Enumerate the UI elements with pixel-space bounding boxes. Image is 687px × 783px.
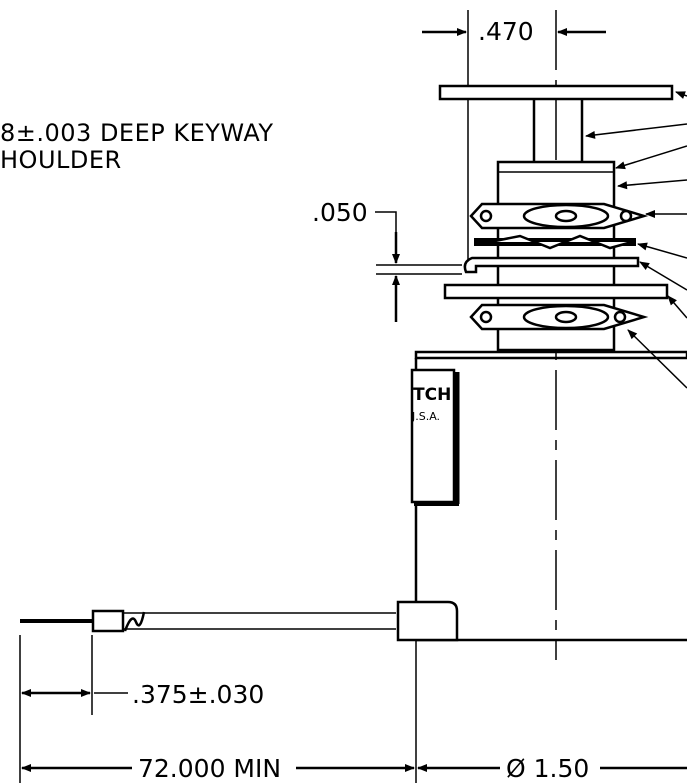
dimension-050: .050 — [312, 198, 462, 322]
dim-diameter: Ø 1.50 — [506, 754, 589, 783]
lower-nut — [469, 303, 649, 331]
switch-assembly — [438, 84, 674, 352]
dimension-470: .470 — [422, 10, 606, 660]
shoulder-note: HOULDER — [0, 146, 122, 174]
label-plate-brand: TCH — [413, 385, 451, 405]
keyway-note: 8±.003 DEEP KEYWAY — [0, 119, 274, 147]
lead-wire — [20, 600, 459, 642]
upper-nut — [469, 202, 649, 230]
leader-lines — [585, 91, 687, 389]
label-plate-origin: J.S.A. — [411, 410, 440, 423]
dim-top-width: .470 — [478, 17, 534, 46]
dimension-lead-length: 72.000 MIN — [21, 640, 417, 783]
dimension-diameter: Ø 1.50 — [417, 754, 687, 783]
dim-gap: .050 — [312, 198, 368, 227]
switch-body: TCH J.S.A. — [410, 350, 687, 642]
dimension-strip: .375±.030 — [19, 635, 264, 783]
lock-washer — [474, 234, 636, 250]
dim-strip: .375±.030 — [132, 680, 264, 709]
dim-lead-length: 72.000 MIN — [138, 754, 281, 783]
